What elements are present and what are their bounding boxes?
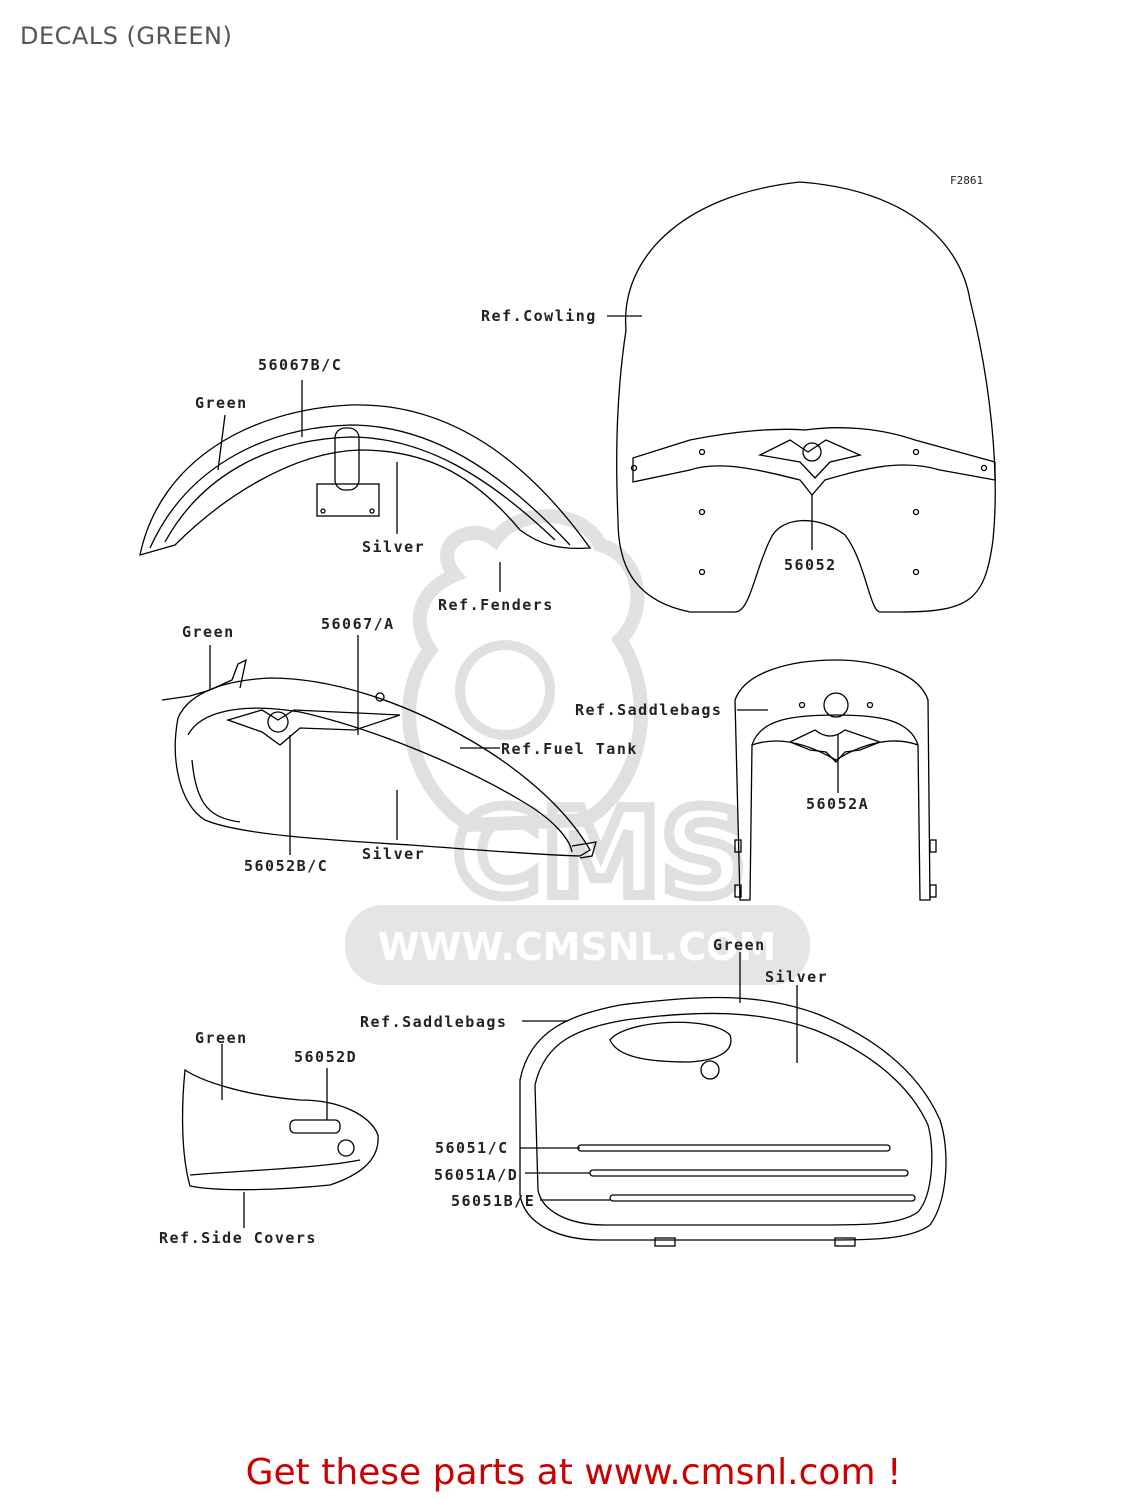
label-green-tank: Green	[182, 623, 235, 641]
watermark-logo-text: CMS	[453, 785, 747, 924]
label-green-fender: Green	[195, 394, 248, 412]
label-part-56052bc: 56052B/C	[244, 857, 328, 875]
page-title: DECALS (GREEN)	[20, 22, 233, 50]
label-silver-tank: Silver	[362, 845, 425, 863]
watermark-url: WWW.CMSNL.COM	[378, 925, 777, 969]
label-part-56052: 56052	[784, 556, 837, 574]
fuel-tank	[161, 635, 597, 859]
label-ref-fuel-tank: Ref.Fuel Tank	[501, 740, 638, 758]
label-part-56067bc: 56067B/C	[258, 356, 342, 374]
figure-code: F2861	[950, 174, 983, 187]
saddlebag	[519, 952, 947, 1247]
label-ref-cowling: Ref.Cowling	[481, 307, 597, 325]
label-ref-saddlebags-top: Ref.Saddlebags	[575, 701, 722, 719]
label-part-56067a: 56067/A	[321, 615, 395, 633]
windshield-cowling	[607, 181, 996, 613]
cmsnl-watermark: WWW.CMSNL.COM CMS	[345, 509, 810, 985]
backrest	[734, 659, 937, 901]
parts-diagram: WWW.CMSNL.COM CMS F2861 Ref.Cowling 5605…	[139, 174, 996, 1247]
label-silver-fender: Silver	[362, 538, 425, 556]
label-part-56051be: 56051B/E	[451, 1192, 535, 1210]
label-part-56052d: 56052D	[294, 1048, 357, 1066]
label-green-saddlebag: Green	[713, 936, 766, 954]
label-green-sidecover: Green	[195, 1029, 248, 1047]
label-silver-saddlebag: Silver	[765, 968, 828, 986]
label-ref-saddlebags-bottom: Ref.Saddlebags	[360, 1013, 507, 1031]
label-part-56051ad: 56051A/D	[434, 1166, 518, 1184]
footer-cta-link[interactable]: Get these parts at www.cmsnl.com !	[245, 1452, 902, 1493]
label-ref-fenders: Ref.Fenders	[438, 596, 554, 614]
label-ref-side-covers: Ref.Side Covers	[159, 1229, 317, 1247]
label-part-56051c: 56051/C	[435, 1139, 509, 1157]
side-cover	[181, 1044, 379, 1228]
label-part-56052a: 56052A	[806, 795, 869, 813]
front-fender	[139, 380, 592, 592]
